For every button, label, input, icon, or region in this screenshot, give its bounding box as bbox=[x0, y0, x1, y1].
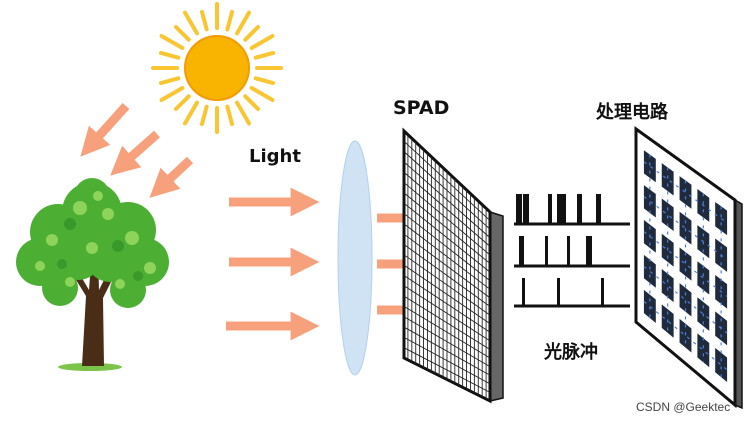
circuit-board-icon bbox=[634, 126, 743, 410]
chip bbox=[697, 261, 710, 295]
chip bbox=[715, 347, 728, 383]
sun-ray bbox=[183, 10, 199, 36]
watermark: CSDN @Geektec bbox=[636, 400, 731, 414]
chip bbox=[679, 318, 692, 353]
sun-ray bbox=[253, 50, 276, 60]
chip bbox=[715, 202, 728, 236]
sun-ray bbox=[183, 100, 199, 126]
chip bbox=[661, 163, 674, 196]
sun-ray bbox=[235, 10, 251, 36]
sun-ray bbox=[199, 9, 209, 32]
pulse bbox=[601, 278, 604, 306]
spad-side bbox=[489, 210, 504, 402]
pulse bbox=[577, 194, 582, 224]
sun-ray bbox=[225, 9, 235, 32]
chip bbox=[679, 176, 692, 209]
sun-ray bbox=[243, 24, 261, 42]
sun-ray bbox=[249, 86, 275, 102]
chip bbox=[661, 198, 674, 232]
chip bbox=[643, 289, 656, 323]
light-label: Light bbox=[249, 146, 301, 167]
sun-ray bbox=[158, 50, 181, 60]
sun-ray bbox=[159, 34, 185, 50]
sun-ray bbox=[235, 100, 251, 126]
pulse bbox=[557, 194, 566, 224]
chip bbox=[679, 211, 692, 245]
chip bbox=[679, 283, 692, 317]
processing-circuit-label: 处理电路 bbox=[596, 102, 668, 123]
pulse bbox=[519, 236, 524, 266]
chip bbox=[661, 269, 674, 303]
spad-grid-icon bbox=[402, 127, 504, 404]
tree-icon bbox=[16, 178, 169, 371]
pulse bbox=[557, 278, 560, 306]
sunlight-arrows bbox=[80, 102, 194, 198]
sunlight-arrow bbox=[110, 130, 160, 176]
chip bbox=[643, 185, 656, 218]
light-pulse-label: 光脉冲 bbox=[544, 342, 598, 363]
chip bbox=[697, 333, 710, 368]
sun-ray bbox=[173, 94, 191, 112]
pulse bbox=[545, 236, 548, 266]
chip bbox=[643, 254, 656, 288]
sun-ray bbox=[158, 76, 181, 86]
pulse bbox=[522, 278, 525, 306]
sun-ray bbox=[173, 24, 191, 42]
sunlight-arrow bbox=[80, 102, 130, 157]
pulse bbox=[596, 194, 601, 224]
sunlight-arrow bbox=[149, 156, 194, 198]
pulse bbox=[548, 194, 552, 224]
pulse-train-icon bbox=[514, 194, 630, 308]
spad-label: SPAD bbox=[393, 97, 450, 119]
chip bbox=[679, 247, 692, 281]
chip bbox=[643, 150, 656, 183]
sun-ray bbox=[243, 94, 261, 112]
lens-icon bbox=[337, 140, 373, 376]
sun-ray bbox=[159, 86, 185, 102]
sun-ray bbox=[225, 104, 235, 127]
light-arrows bbox=[226, 187, 320, 341]
sun-ray bbox=[253, 76, 276, 86]
sun-ray bbox=[249, 34, 275, 50]
pulse bbox=[586, 236, 592, 266]
pulse bbox=[523, 194, 529, 224]
sun-ray bbox=[199, 104, 209, 127]
pulse bbox=[516, 194, 522, 224]
pulse bbox=[567, 236, 570, 266]
sun-icon bbox=[151, 2, 283, 134]
